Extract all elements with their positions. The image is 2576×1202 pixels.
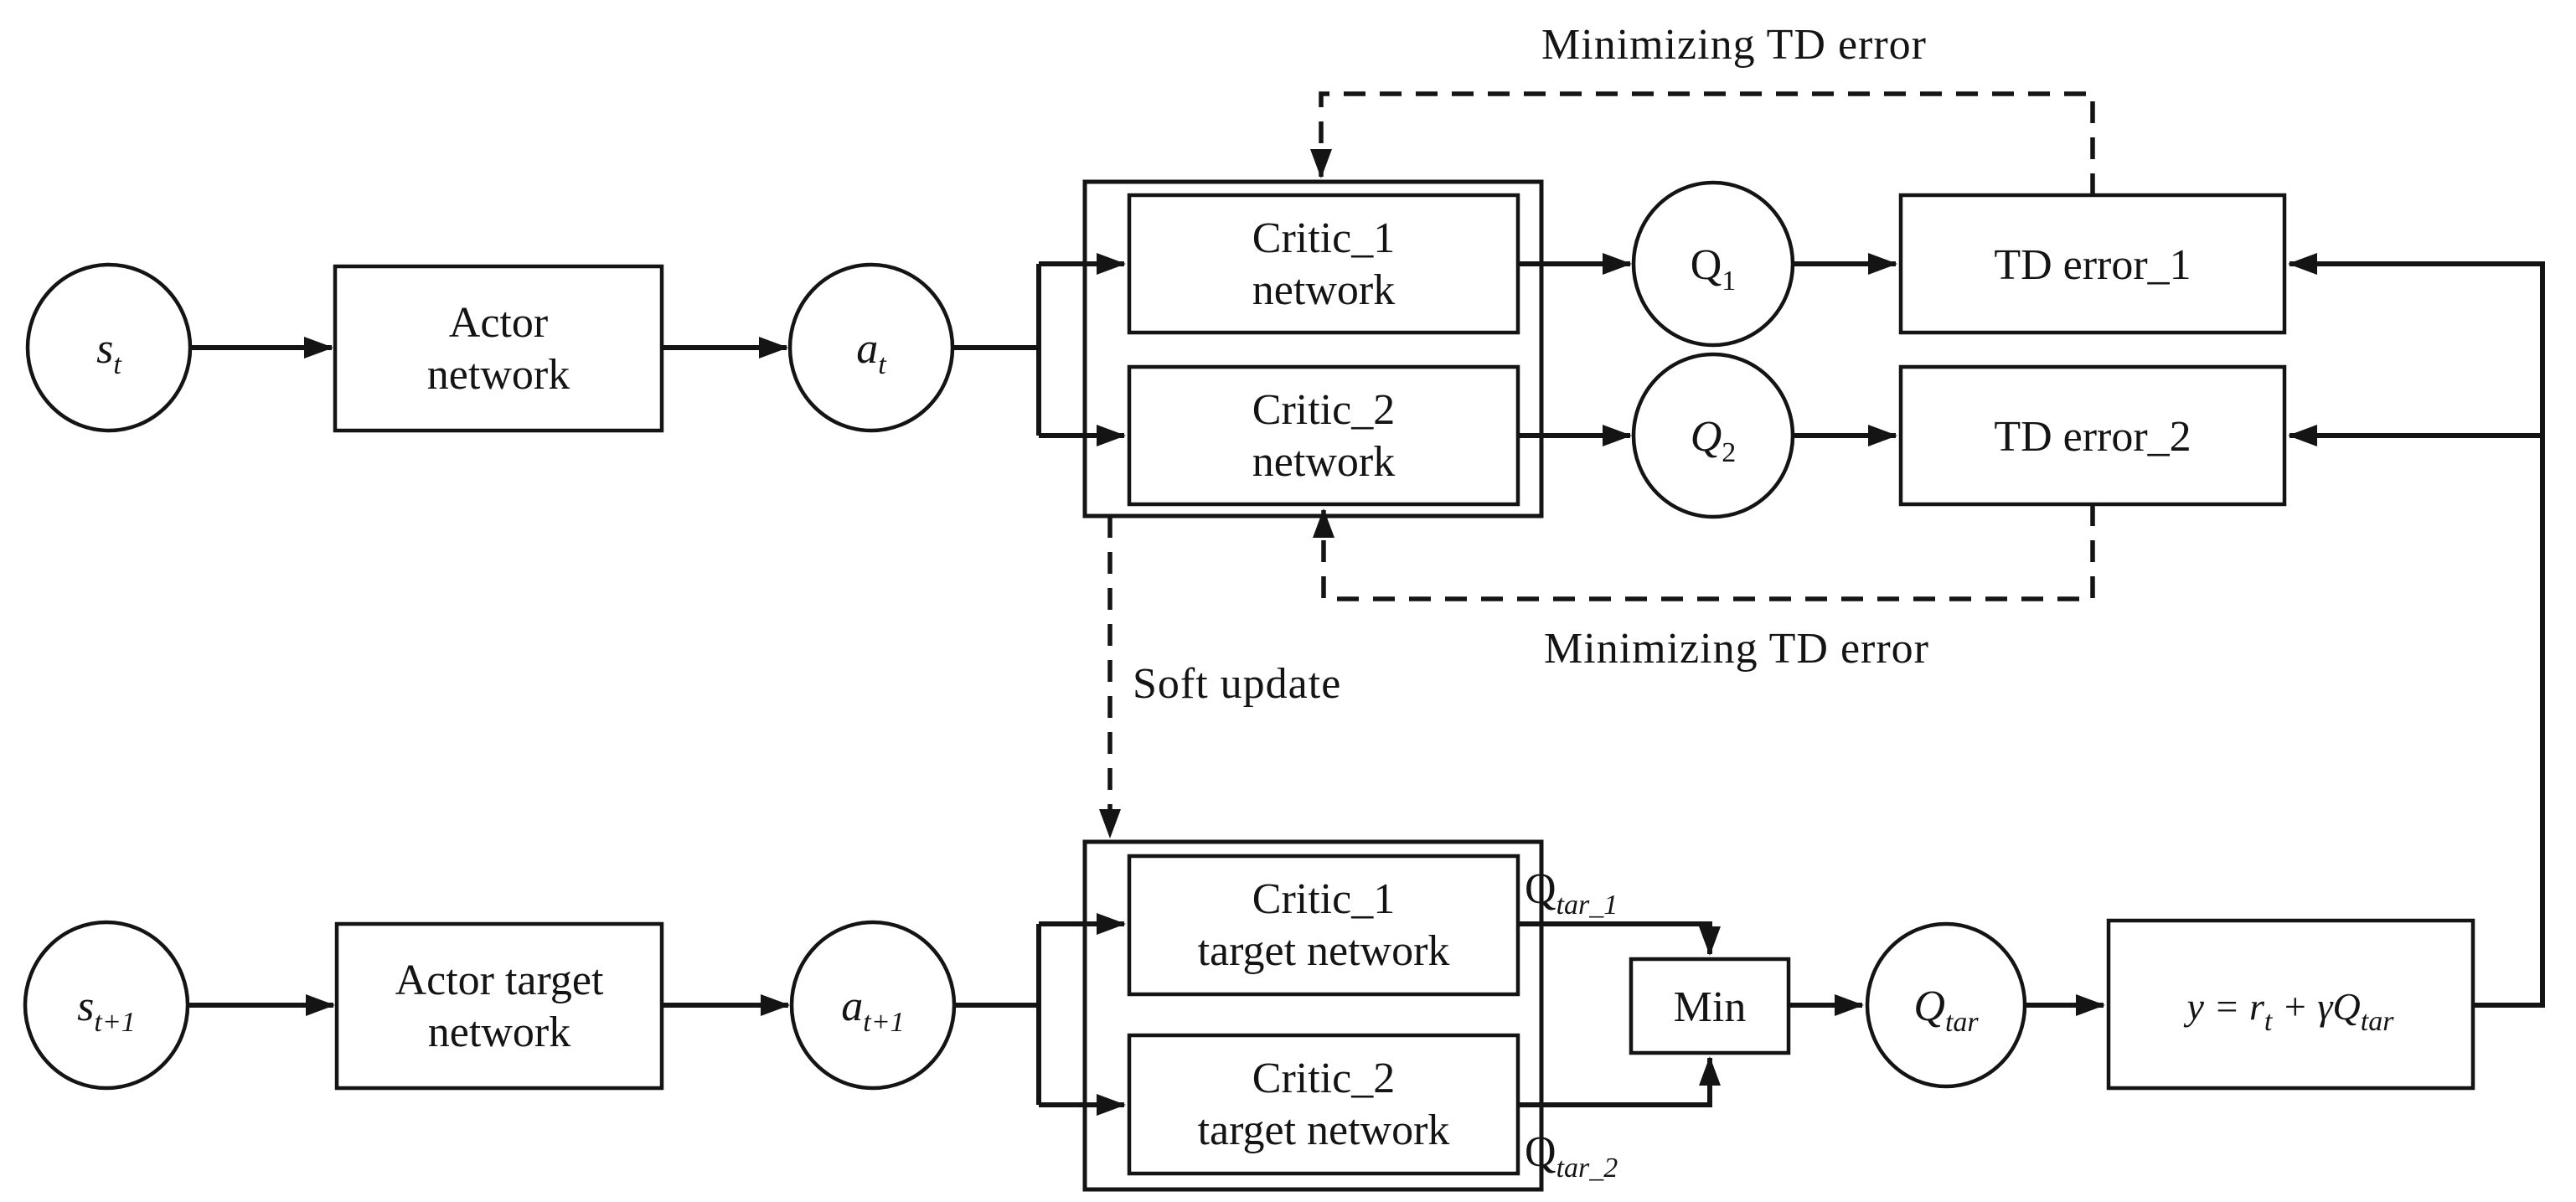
td-error2-label: TD error_2 (1994, 413, 2191, 461)
actor-target-network-box (334, 921, 664, 1091)
q-tar1-output-label: Qtar_1 (1525, 865, 1618, 921)
action-t1-label: at+1 (841, 983, 904, 1038)
minimizing-td-top-label: Minimizing TD error (1541, 21, 1927, 69)
state-t1-node (23, 920, 190, 1091)
action-t-label: at (856, 325, 887, 380)
q1-label: Q1 (1691, 241, 1737, 297)
td-error1-label: TD error_1 (1994, 241, 2191, 289)
action-t1-node (789, 920, 957, 1091)
state-t-label: st (96, 325, 122, 380)
q-tar-label: Qtar (1913, 983, 1979, 1038)
minimizing-td-bottom-label: Minimizing TD error (1544, 625, 1929, 673)
min-box (1629, 957, 1791, 1055)
min-label: Min (1674, 983, 1747, 1031)
minimizing-td-path-top (1310, 91, 2095, 195)
arrow-qtar1-to-min (1518, 921, 1721, 956)
q2-label: Q2 (1691, 413, 1737, 468)
critic1-target-network-box (1127, 854, 1520, 997)
target-formula-label: y = rt + γQtar (2184, 985, 2395, 1037)
target-formula-box (2106, 918, 2475, 1091)
actor-network-box (333, 264, 664, 433)
feedback-path-to-td1 (2288, 253, 2545, 1008)
q-tar2-output-label: Qtar_2 (1525, 1128, 1618, 1184)
minimizing-td-path-bottom (1313, 504, 2095, 601)
q-tar-node (1865, 921, 2027, 1089)
soft-update-label: Soft update (1133, 660, 1341, 708)
state-t1-label: st+1 (77, 983, 136, 1038)
arrow-qtar2-to-min (1518, 1056, 1721, 1107)
